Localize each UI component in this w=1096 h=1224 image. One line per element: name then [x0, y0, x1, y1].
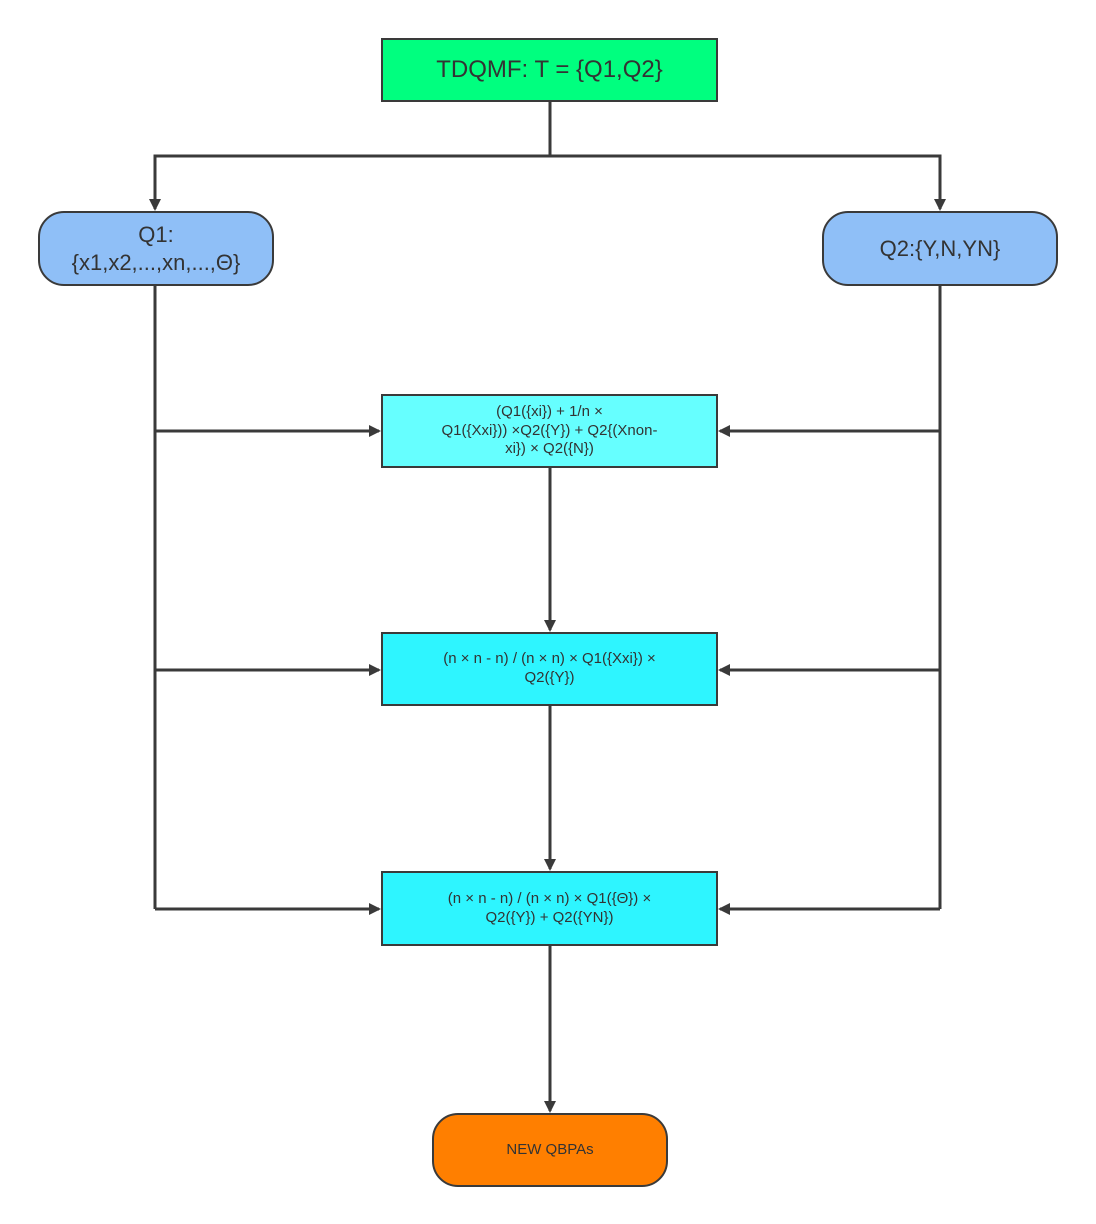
step2-node[interactable]: (n × n - n) / (n × n) × Q1({Xxi}) × Q2({… — [381, 632, 718, 706]
start-node-label: TDQMF: T = {Q1,Q2} — [436, 56, 663, 83]
q2-node[interactable]: Q2:{Y,N,YN} — [822, 211, 1058, 286]
q1-node[interactable]: Q1: {x1,x2,...,xn,...,Θ} — [38, 211, 274, 286]
step3-line-1: (n × n - n) / (n × n) × Q1({Θ}) × — [447, 889, 652, 907]
q2-node-label: Q2:{Y,N,YN} — [879, 235, 1001, 261]
end-node-label: NEW QBPAs — [506, 1140, 594, 1158]
step3-node[interactable]: (n × n - n) / (n × n) × Q1({Θ}) × Q2({Y}… — [381, 871, 718, 946]
step1-node[interactable]: (Q1({xi}) + 1/n × Q1({Xxi})) ×Q2({Y}) + … — [381, 394, 718, 468]
end-node[interactable]: NEW QBPAs — [432, 1113, 668, 1187]
connector-start-to-q1 — [149, 154, 550, 211]
step1-line-1: (Q1({xi}) + 1/n × — [496, 402, 603, 420]
connector-start-to-q2 — [550, 154, 946, 211]
step2-line-1: (n × n - n) / (n × n) × Q1({Xxi}) × — [443, 650, 656, 668]
start-node[interactable]: TDQMF: T = {Q1,Q2} — [381, 38, 718, 102]
step2-line-2: Q2({Y}) — [524, 669, 575, 686]
q1-node-line-2: {x1,x2,...,xn,...,Θ} — [71, 249, 241, 275]
q1-node-line-1: Q1: — [138, 222, 174, 247]
step1-line-3: xi}) × Q2({N}) — [505, 440, 594, 458]
step3-line-2: Q2({Y}) + Q2({YN}) — [485, 908, 614, 926]
step1-line-2: Q1({Xxi})) ×Q2({Y}) + Q2{(Xnon- — [441, 421, 658, 439]
